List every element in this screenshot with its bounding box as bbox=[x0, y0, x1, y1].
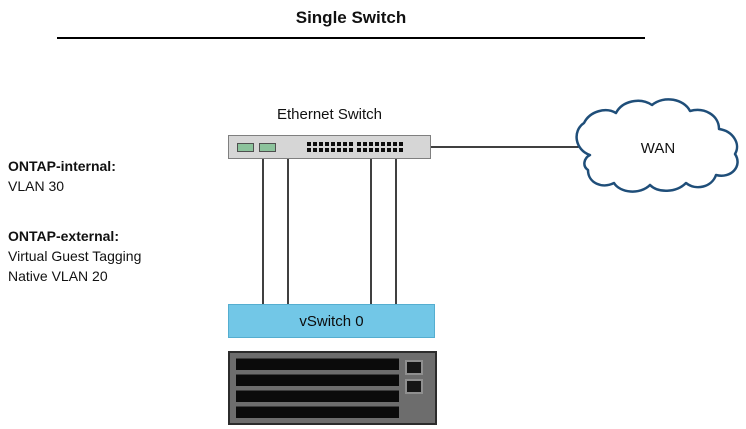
server-module-icon bbox=[405, 379, 423, 394]
note-ontap-internal: ONTAP-internal: VLAN 30 bbox=[8, 156, 218, 196]
server-drive-bay bbox=[236, 374, 399, 386]
note-line: VLAN 30 bbox=[8, 178, 65, 194]
note-line: Native VLAN 20 bbox=[8, 268, 108, 284]
switch-port-grid-icon bbox=[307, 142, 353, 152]
page-title: Single Switch bbox=[295, 8, 407, 27]
switch-port-icon bbox=[259, 143, 276, 152]
switch-port-grid-icon bbox=[357, 142, 403, 152]
switch-port-icon bbox=[237, 143, 254, 152]
wan-label: WAN bbox=[640, 140, 676, 157]
server-drive-bay bbox=[236, 358, 399, 370]
title-underline bbox=[57, 37, 645, 39]
note-ontap-external: ONTAP-external: Virtual Guest Tagging Na… bbox=[8, 226, 218, 286]
server-chassis bbox=[228, 351, 437, 425]
server-drive-bay bbox=[236, 390, 399, 402]
server-drive-bay bbox=[236, 406, 399, 418]
ethernet-switch-label: Ethernet Switch bbox=[276, 106, 383, 123]
wan-cloud bbox=[575, 98, 739, 193]
ethernet-switch bbox=[228, 135, 431, 159]
server-module-icon bbox=[405, 360, 423, 375]
server-drive-bays bbox=[236, 358, 399, 418]
vswitch-label: vSwitch 0 bbox=[299, 312, 364, 330]
server-side-panel bbox=[405, 358, 429, 418]
note-line: Virtual Guest Tagging bbox=[8, 248, 142, 264]
note-heading: ONTAP-internal: bbox=[8, 158, 116, 174]
vswitch-box: vSwitch 0 bbox=[228, 304, 435, 338]
note-heading: ONTAP-external: bbox=[8, 228, 119, 244]
